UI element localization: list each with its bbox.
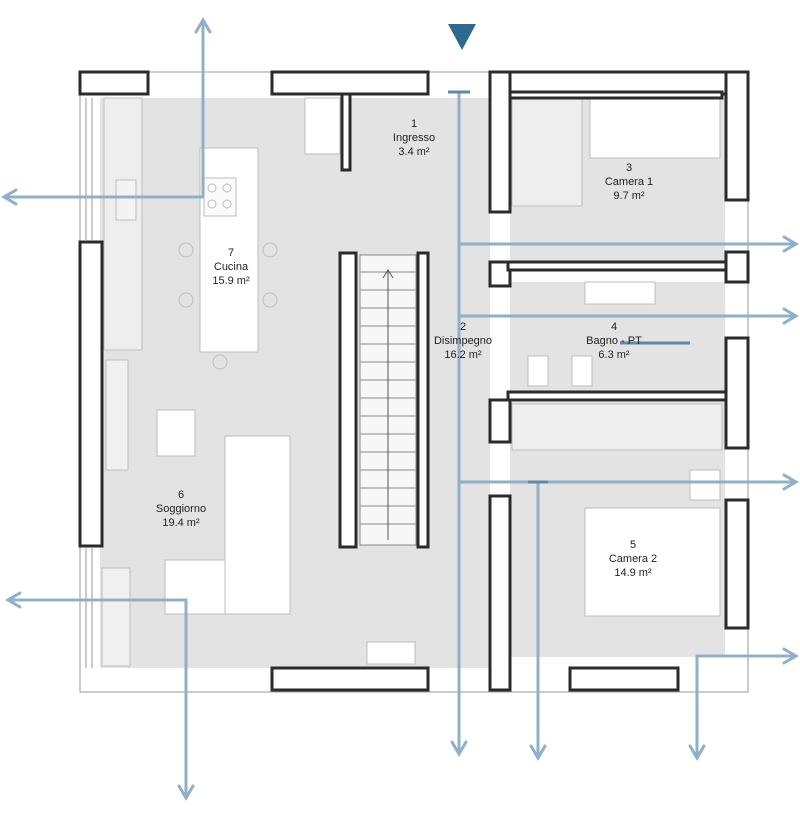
wall-center-3 (488, 398, 512, 444)
wall-east-3 (724, 336, 750, 450)
arrow-south-camera2 (529, 480, 547, 761)
bed-camera2 (584, 507, 721, 617)
stair-direction-arrow (382, 269, 394, 540)
arrow-west-kitchen (1, 188, 205, 206)
wall-east-4 (724, 498, 750, 630)
wall-center-1 (488, 70, 512, 214)
sink (115, 179, 137, 221)
wall-east-2 (724, 250, 750, 284)
walls (78, 70, 750, 692)
room-name: Cucina (214, 261, 249, 273)
closet-entry (304, 97, 341, 155)
room-name: Camera 1 (605, 176, 653, 188)
wall-center-4 (488, 494, 512, 692)
arrow-north-kitchen (194, 17, 212, 197)
stair-wall-right (416, 251, 430, 549)
room-area: 14.9 m² (614, 567, 652, 579)
arrow-east-3 (457, 473, 799, 491)
wall-east-1 (724, 70, 750, 202)
label-disimpegno: 2 Disimpegno 16.2 m² (434, 321, 492, 361)
wall-west (78, 240, 104, 548)
wardrobe-camera2 (511, 403, 723, 451)
toilet (527, 355, 549, 387)
cooktop-icon (203, 177, 237, 217)
room-area: 15.9 m² (212, 275, 250, 287)
sofa (224, 435, 291, 615)
floor-living-kitchen (100, 98, 490, 668)
room-number: 7 (228, 247, 234, 259)
room-number: 2 (460, 321, 466, 333)
room-area: 3.4 m² (398, 146, 430, 158)
label-camera1: 3 Camera 1 9.7 m² (605, 162, 653, 202)
room-name: Soggiorno (156, 503, 206, 515)
wall-camera1-bottom (506, 260, 728, 272)
bed-camera1 (589, 97, 721, 159)
room-name: Camera 2 (609, 553, 657, 565)
wall-center-2 (488, 260, 512, 288)
arrow-south-living (177, 598, 195, 801)
plant-corner (101, 567, 131, 667)
section-arrows (1, 17, 799, 801)
room-area: 19.4 m² (162, 517, 200, 529)
wall-top-2 (270, 70, 430, 96)
wall-bagno-bottom (506, 390, 728, 402)
bidet (571, 355, 593, 387)
wall-bottom-1 (270, 666, 430, 692)
section-ticks (448, 90, 690, 484)
arrow-east-4 (695, 647, 799, 665)
room-labels: 1 Ingresso 3.4 m² 2 Disimpegno 16.2 m² 3… (156, 118, 657, 579)
kitchen-counter (103, 97, 143, 351)
arrow-east-1 (457, 235, 799, 253)
stair-wall-left (338, 251, 358, 549)
room-number: 5 (630, 539, 636, 551)
label-cucina: 7 Cucina 15.9 m² (212, 247, 250, 287)
arrow-south-east (688, 654, 706, 761)
wall-entry-partition (340, 92, 352, 172)
room-name: Bagno - PT (586, 335, 642, 347)
room-name: Disimpegno (434, 335, 492, 347)
room-number: 4 (611, 321, 617, 333)
label-soggiorno: 6 Soggiorno 19.4 m² (156, 489, 206, 529)
wardrobe-camera1 (511, 97, 583, 207)
room-number: 1 (411, 118, 417, 130)
room-number: 6 (178, 489, 184, 501)
arrow-corridor-vertical (450, 90, 468, 757)
arrow-west-living (5, 591, 188, 609)
wall-camera1-inner-top (508, 90, 724, 100)
staircase (338, 251, 430, 549)
label-bagno: 4 Bagno - PT 6.3 m² (586, 321, 642, 361)
windows-west (85, 98, 93, 668)
tv-unit (105, 359, 129, 471)
console-table (366, 641, 416, 665)
sofa-chaise (164, 559, 226, 615)
room-area: 6.3 m² (598, 349, 630, 361)
furniture (101, 97, 723, 667)
wall-top-1 (78, 70, 150, 96)
arrow-east-2 (457, 307, 799, 325)
room-area: 16.2 m² (444, 349, 482, 361)
chairs (178, 242, 278, 370)
entrance-marker-icon (448, 24, 476, 50)
nightstand-camera2 (689, 469, 721, 501)
wall-bottom-2 (568, 666, 680, 692)
armchair (156, 409, 196, 457)
room-number: 3 (626, 162, 632, 174)
bathroom-vanity (584, 281, 656, 305)
label-ingresso: 1 Ingresso 3.4 m² (393, 118, 435, 158)
room-area: 9.7 m² (613, 190, 645, 202)
label-camera2: 5 Camera 2 14.9 m² (609, 539, 657, 579)
room-name: Ingresso (393, 132, 435, 144)
